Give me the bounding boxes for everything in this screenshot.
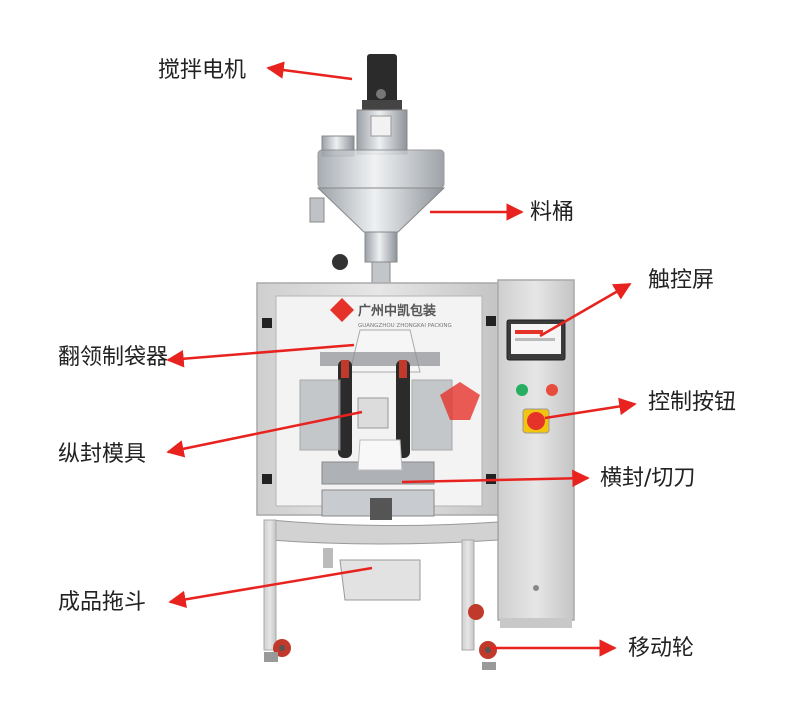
horizontal-seal (321, 439, 435, 520)
label-hopper: 料桶 (530, 200, 575, 225)
brand-name-cn: 广州中凯包装 (358, 303, 436, 319)
logo-watermark-mark (440, 382, 480, 420)
arrow-discharge-chute (168, 566, 373, 609)
label-discharge-chute: 成品拖斗 (58, 590, 147, 615)
arrow-control-buttons (544, 397, 637, 420)
label-horizontal-seal: 横封/切刀 (600, 466, 696, 491)
legs (263, 519, 572, 651)
arrow-mixing-motor (266, 61, 353, 81)
mixing-motor (356, 54, 408, 155)
brand-logo: 广州中凯包装 GUANGZHOU ZHONGKAI PACKING (330, 298, 452, 329)
arrow-bag-former (166, 343, 355, 368)
label-bag-former: 翻领制袋器 (58, 345, 169, 370)
hopper (309, 135, 446, 289)
machine: 广州中凯包装 GUANGZHOU ZHONGKAI PACKING (256, 54, 575, 670)
label-mixing-motor: 搅拌电机 (158, 58, 247, 83)
brand-name-en: GUANGZHOU ZHONGKAI PACKING (358, 323, 452, 329)
arrow-touch-screen (539, 282, 632, 338)
callout-arrows (166, 61, 637, 657)
label-vertical-seal: 纵封模具 (58, 442, 147, 467)
control-buttons (516, 384, 558, 591)
label-touch-screen: 触控屏 (648, 268, 715, 293)
label-control-buttons: 控制按钮 (648, 390, 737, 415)
arrow-vertical-seal (166, 410, 363, 458)
casters (264, 604, 497, 670)
arrow-horizontal-seal (401, 469, 590, 488)
label-casters: 移动轮 (628, 636, 695, 661)
